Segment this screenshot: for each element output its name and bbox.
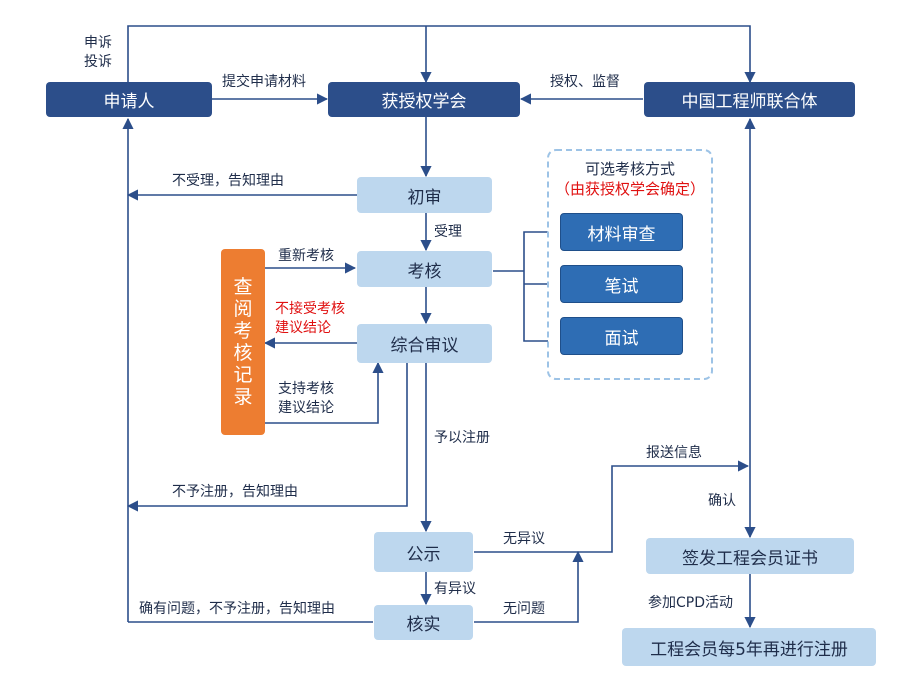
not-register-label: 不予注册，告知理由: [172, 484, 298, 500]
cpd-label: 参加CPD活动: [648, 595, 733, 611]
appeal-label-2: 投诉: [84, 54, 112, 70]
authorized-society-box: 获授权学会: [328, 82, 520, 117]
top-frame-line: [127, 25, 756, 84]
no-objection-arrow: [474, 460, 750, 553]
appeal-label-1: 申诉: [84, 35, 112, 51]
reregister-box: 工程会员每5年再进行注册: [622, 628, 876, 666]
issue-certificate-box: 签发工程会员证书: [646, 538, 854, 574]
no-problem-arrow: [474, 550, 584, 623]
not-register-arrow: [126, 363, 408, 512]
not-accept-label-2: 建议结论: [275, 320, 331, 336]
no-objection-label: 无异议: [503, 531, 545, 547]
verification-box: 核实: [374, 605, 473, 640]
not-accepted-label: 不受理，告知理由: [172, 173, 284, 189]
support-label-2: 建议结论: [278, 400, 334, 416]
applicant-box: 申请人: [46, 82, 212, 117]
report-info-label: 报送信息: [646, 445, 702, 461]
method-material-review: 材料审查: [560, 213, 683, 251]
support-label-1: 支持考核: [278, 381, 334, 397]
not-accept-label-1: 不接受考核: [275, 301, 345, 317]
support-arrow: [265, 361, 384, 424]
grant-registration-label: 予以注册: [434, 430, 490, 446]
initial-review-box: 初审: [357, 177, 492, 213]
assessment-box: 考核: [357, 251, 492, 287]
submit-materials-label: 提交申请材料: [222, 74, 306, 90]
no-problem-label: 无问题: [503, 601, 545, 617]
publicity-box: 公示: [374, 532, 473, 572]
has-objection-label: 有异议: [434, 581, 476, 597]
review-records-box: 查阅考核记录: [221, 249, 265, 435]
confirm-label: 确认: [708, 493, 736, 509]
ceec-box: 中国工程师联合体: [644, 82, 855, 117]
options-title: 可选考核方式: [584, 160, 675, 178]
method-interview: 面试: [560, 317, 683, 355]
confirmed-problem-label: 确有问题，不予注册，告知理由: [139, 601, 335, 617]
reassess-label: 重新考核: [278, 248, 334, 264]
method-written-exam: 笔试: [560, 265, 683, 303]
options-subtitle: （由获授权学会确定）: [554, 180, 705, 198]
comprehensive-review-box: 综合审议: [357, 324, 492, 363]
options-bracket: [523, 231, 548, 342]
authorize-supervise-label: 授权、监督: [550, 74, 620, 90]
options-container: [547, 149, 713, 380]
accepted-label: 受理: [434, 224, 462, 240]
